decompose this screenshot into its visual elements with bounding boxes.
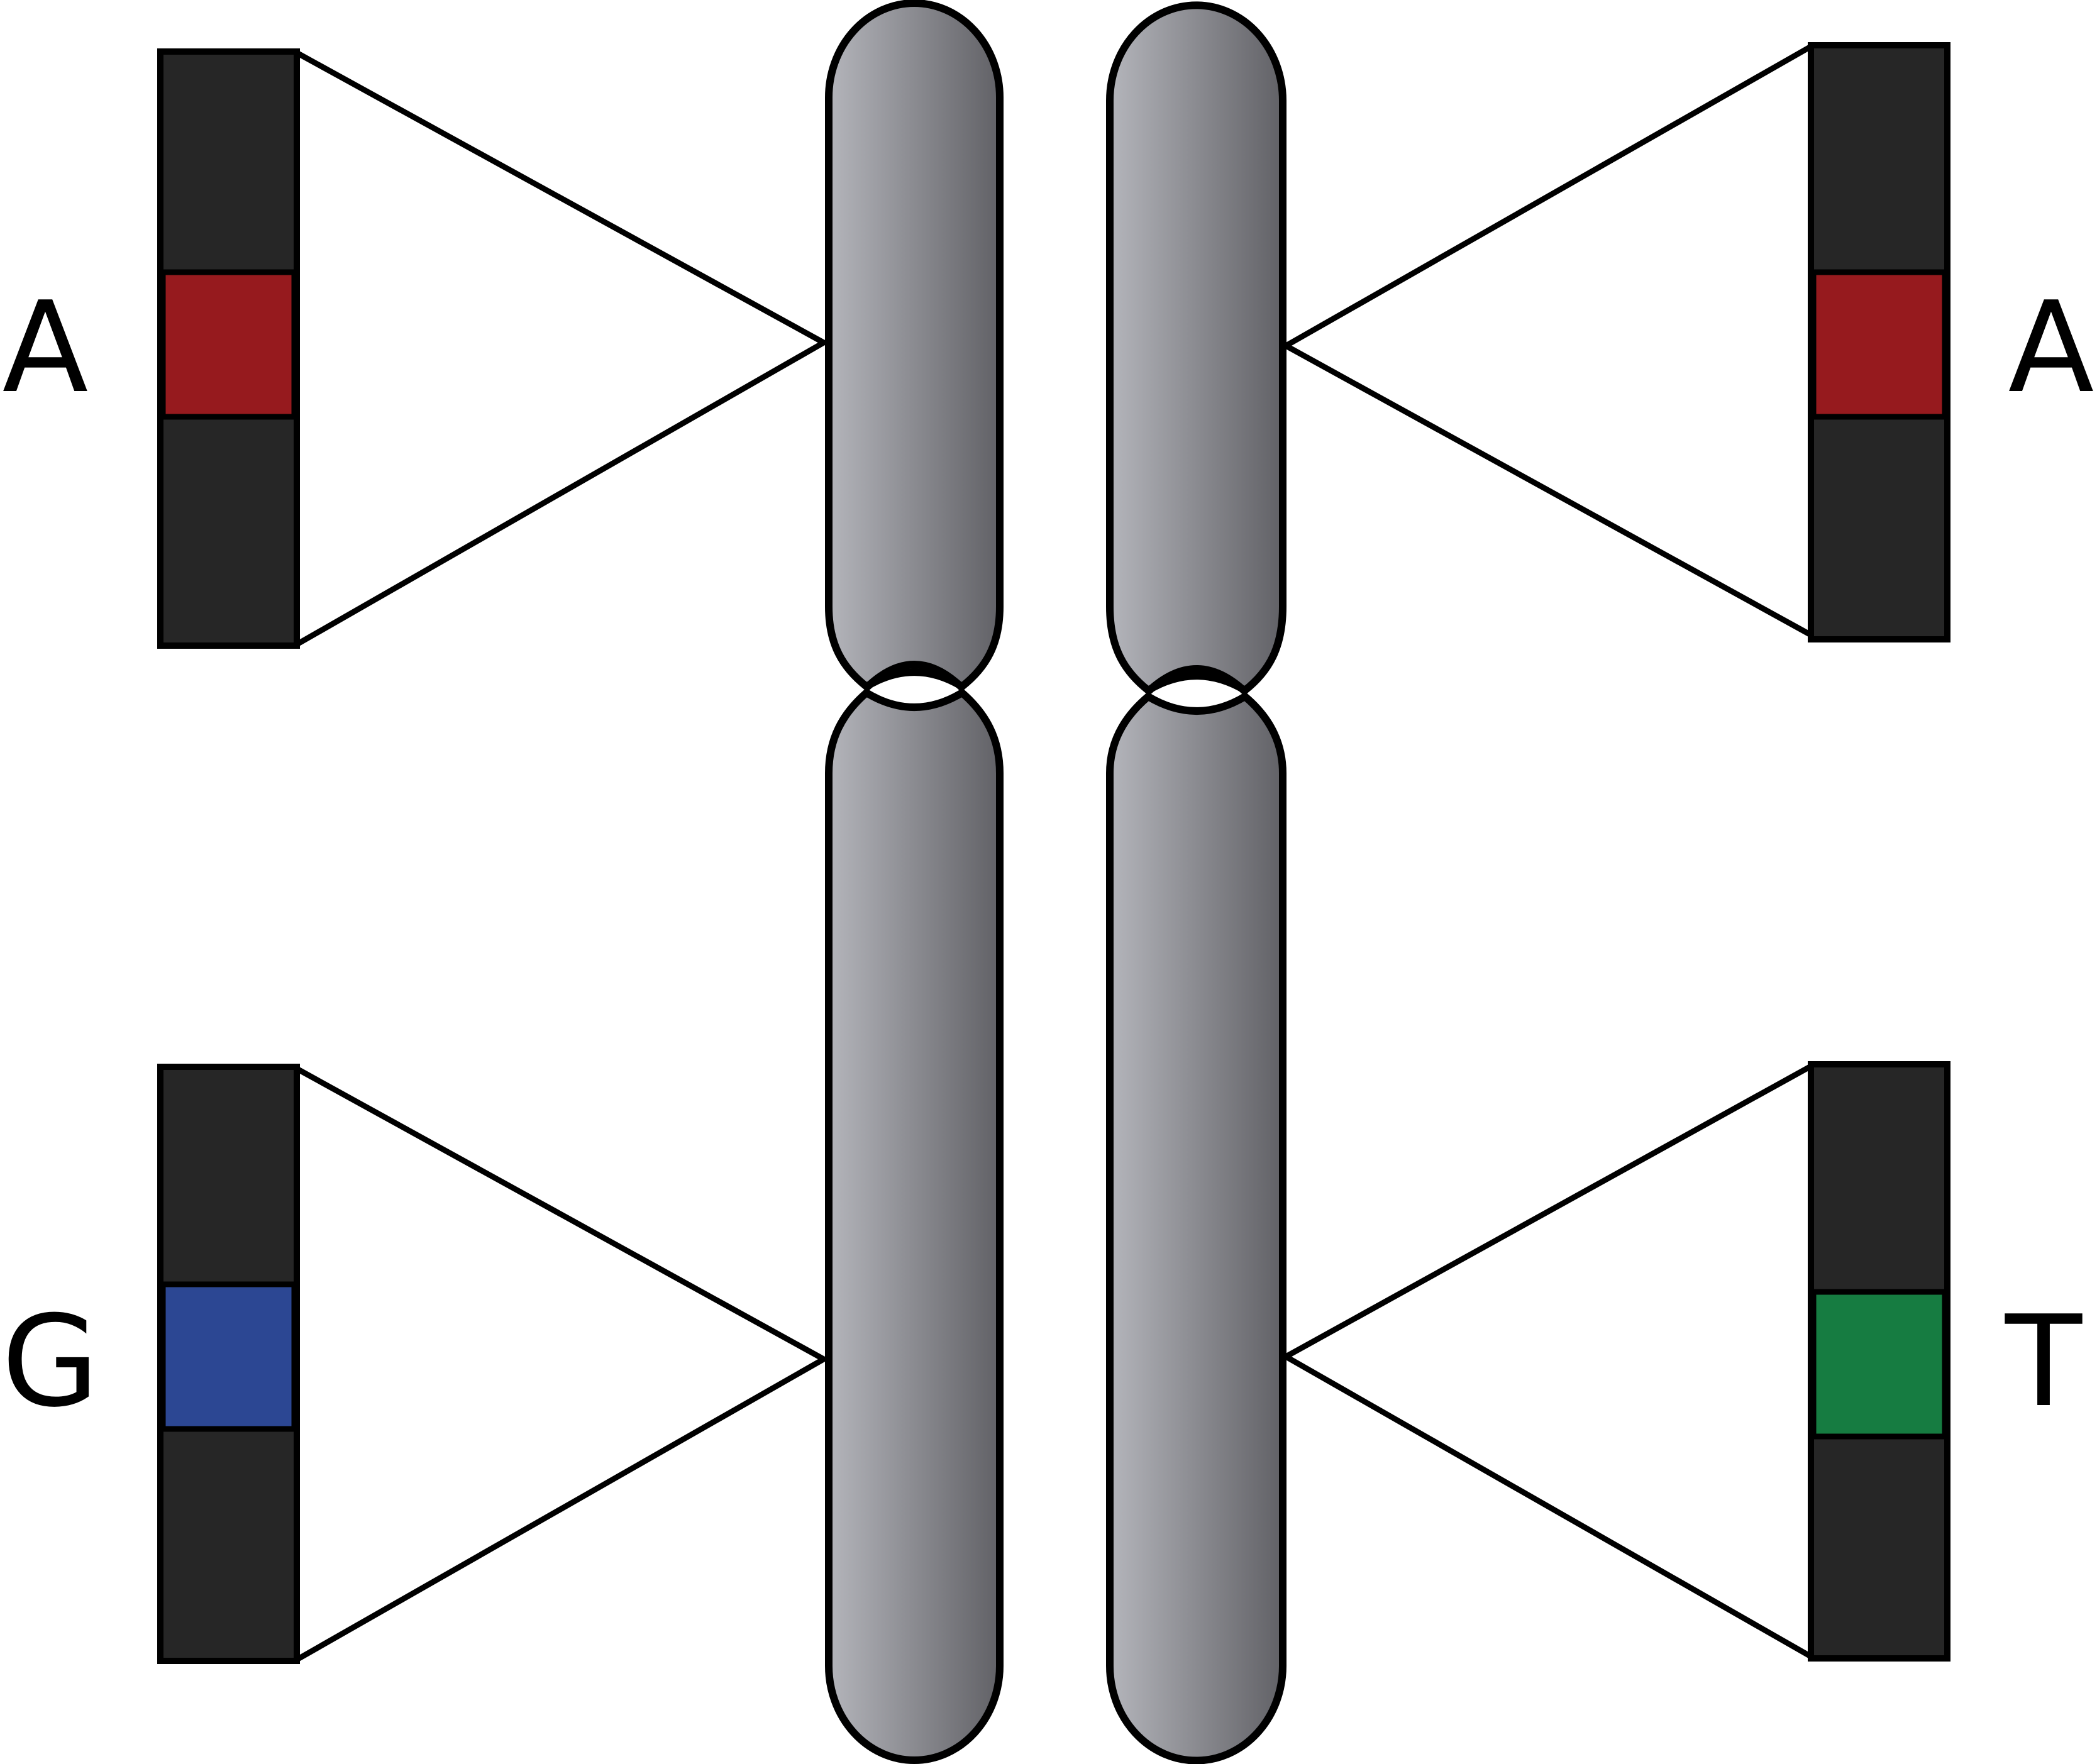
allele-marker-upper-left: [160, 269, 297, 420]
dna-segment-upper-right: [1808, 42, 1950, 642]
allele-label-lower-right: T: [2005, 1289, 2083, 1435]
zoom-line-upper-left: [294, 50, 830, 648]
dna-segment-upper-left: [157, 48, 300, 649]
right-chromosome: [1106, 1, 1286, 1764]
zoom-line-lower-right: [1280, 1063, 1814, 1660]
allele-label-lower-left: G: [2, 1289, 99, 1435]
allele-marker-upper-right: [1810, 269, 1948, 420]
allele-marker-lower-right: [1810, 1289, 1948, 1440]
allele-label-upper-right: A: [2008, 275, 2094, 421]
zoom-line-upper-right: [1280, 43, 1814, 638]
left-chromosome: [825, 0, 1004, 1764]
left-chromosome-upper-arm: [825, 0, 1004, 690]
right-chromosome-lower-arm: [1106, 693, 1286, 1764]
left-centromere-arc: [863, 661, 965, 691]
right-centromere-arc: [1145, 665, 1248, 695]
allele-label-upper-left: A: [3, 275, 89, 421]
right-chromosome-upper-arm: [1106, 1, 1286, 694]
zoom-line-lower-left: [294, 1066, 830, 1663]
allele-marker-lower-left: [160, 1281, 297, 1432]
dna-segment-lower-right: [1808, 1061, 1950, 1662]
zoom-lines: [294, 43, 1814, 1663]
left-chromosome-lower-arm: [825, 689, 1004, 1764]
dna-segment-lower-left: [157, 1064, 300, 1664]
